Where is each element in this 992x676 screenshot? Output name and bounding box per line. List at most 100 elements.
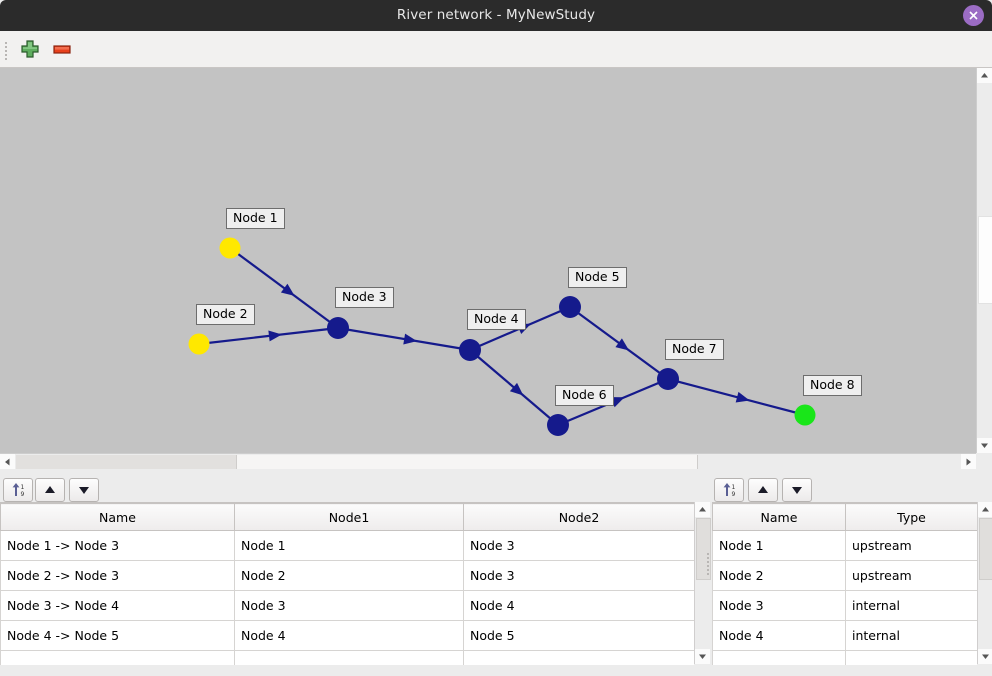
table-cell[interactable]: Node 3 -> Node 4 [0,590,235,621]
table-cell[interactable]: Node 1 [234,530,464,561]
scroll-right-icon[interactable] [961,454,976,470]
table-cell[interactable] [234,650,464,665]
graph-node-label-n6[interactable]: Node 6 [555,385,614,406]
svg-text:1: 1 [732,484,736,491]
scroll-down-icon[interactable] [977,438,992,453]
reach-row[interactable] [0,650,694,665]
graph-node-label-n7[interactable]: Node 7 [665,339,724,360]
graph-node-n1[interactable] [219,237,241,259]
table-cell[interactable] [845,650,977,665]
edge-n1-n3[interactable] [229,247,339,329]
edge-arrow-n3-n4 [403,333,418,345]
graph-vertical-scrollbar[interactable] [976,68,992,453]
graph-node-label-n5[interactable]: Node 5 [568,267,627,288]
column-header-node2[interactable]: Node2 [463,503,694,531]
table-cell[interactable]: Node 5 [463,620,694,651]
graph-node-n7[interactable] [657,368,679,390]
graph-node-n5[interactable] [559,296,581,318]
scroll-down-icon[interactable] [695,649,710,664]
scroll-left-icon[interactable] [0,454,15,470]
graph-hscroll-thumb-left[interactable] [16,455,237,469]
toolbar-grip[interactable] [5,40,9,60]
graph-horizontal-scrollbar[interactable] [0,453,976,470]
table-cell[interactable]: upstream [845,560,977,591]
column-header-type[interactable]: Type [845,503,977,531]
edge-arrow-n6-n7 [610,397,625,408]
graph-node-label-n4[interactable]: Node 4 [467,309,526,330]
graph-node-label-n3[interactable]: Node 3 [335,287,394,308]
graph-node-label-n8[interactable]: Node 8 [803,375,862,396]
panel-splitter[interactable] [0,469,992,505]
edge-arrow-n2-n3 [268,330,282,342]
table-cell[interactable] [463,650,694,665]
table-cell[interactable]: Node 2 [712,560,846,591]
tables-area: 1 9 1 9 [0,476,992,676]
graph-node-n3[interactable] [327,317,349,339]
graph-hscroll-thumb[interactable] [237,455,698,469]
edge-n2-n3[interactable] [198,326,339,346]
move-down-button[interactable] [782,478,812,502]
table-cell[interactable]: Node 4 [712,620,846,651]
close-icon[interactable] [963,5,984,26]
table-cell[interactable]: Node 1 [712,530,846,561]
table-cell[interactable]: upstream [845,530,977,561]
graph-node-n4[interactable] [459,339,481,361]
title-bar: River network - MyNewStudy [0,0,992,31]
table-cell[interactable]: Node 2 -> Node 3 [0,560,235,591]
column-header-name[interactable]: Name [0,503,235,531]
table-cell[interactable]: internal [845,620,977,651]
table-cell[interactable]: Node 3 [463,560,694,591]
sort-ascending-icon[interactable]: 1 9 [3,478,33,502]
scroll-up-icon[interactable] [977,68,992,83]
add-plus-icon[interactable] [18,37,42,61]
scroll-up-icon[interactable] [695,502,710,517]
table-cell[interactable]: Node 3 [463,530,694,561]
column-header-node1[interactable]: Node1 [234,503,464,531]
table-cell[interactable]: internal [845,590,977,621]
table-cell[interactable]: Node 4 -> Node 5 [0,620,235,651]
node-row[interactable] [712,650,977,665]
column-header-name[interactable]: Name [712,503,846,531]
graph-node-label-n1[interactable]: Node 1 [226,208,285,229]
table-cell[interactable]: Node 4 [234,620,464,651]
scroll-up-icon[interactable] [978,502,992,517]
graph-node-label-n2[interactable]: Node 2 [196,304,255,325]
table-cell[interactable]: Node 4 [463,590,694,621]
move-down-button[interactable] [69,478,99,502]
graph-node-n6[interactable] [547,414,569,436]
table-cell[interactable]: Node 1 -> Node 3 [0,530,235,561]
graph-vscroll-thumb[interactable] [978,216,992,304]
graph-node-n2[interactable] [188,333,210,355]
reaches-vscroll-thumb[interactable] [696,518,711,580]
reaches-vertical-scrollbar[interactable] [694,502,711,664]
table-cell[interactable]: Node 2 [234,560,464,591]
delete-minus-icon[interactable] [50,37,74,61]
table-cell[interactable] [712,650,846,665]
graph-node-n8[interactable] [794,404,816,426]
table-cell[interactable]: Node 3 [234,590,464,621]
table-cell[interactable] [0,650,235,665]
edge-n3-n4[interactable] [337,326,471,352]
river-network-diagram[interactable]: Node 1 Node 2 Node 3 Node 4 Node 5 Node 6 Node… [0,68,977,453]
scroll-down-icon[interactable] [978,649,992,664]
table-cell[interactable]: Node 3 [712,590,846,621]
move-up-button[interactable] [35,478,65,502]
tables-splitter-grip[interactable] [707,551,710,581]
move-up-button[interactable] [748,478,778,502]
sort-ascending-icon[interactable]: 1 9 [714,478,744,502]
svg-text:9: 9 [732,491,736,498]
nodes-vertical-scrollbar[interactable] [977,502,992,664]
nodes-vscroll-thumb[interactable] [979,518,992,580]
edge-n7-n8[interactable] [667,377,806,417]
